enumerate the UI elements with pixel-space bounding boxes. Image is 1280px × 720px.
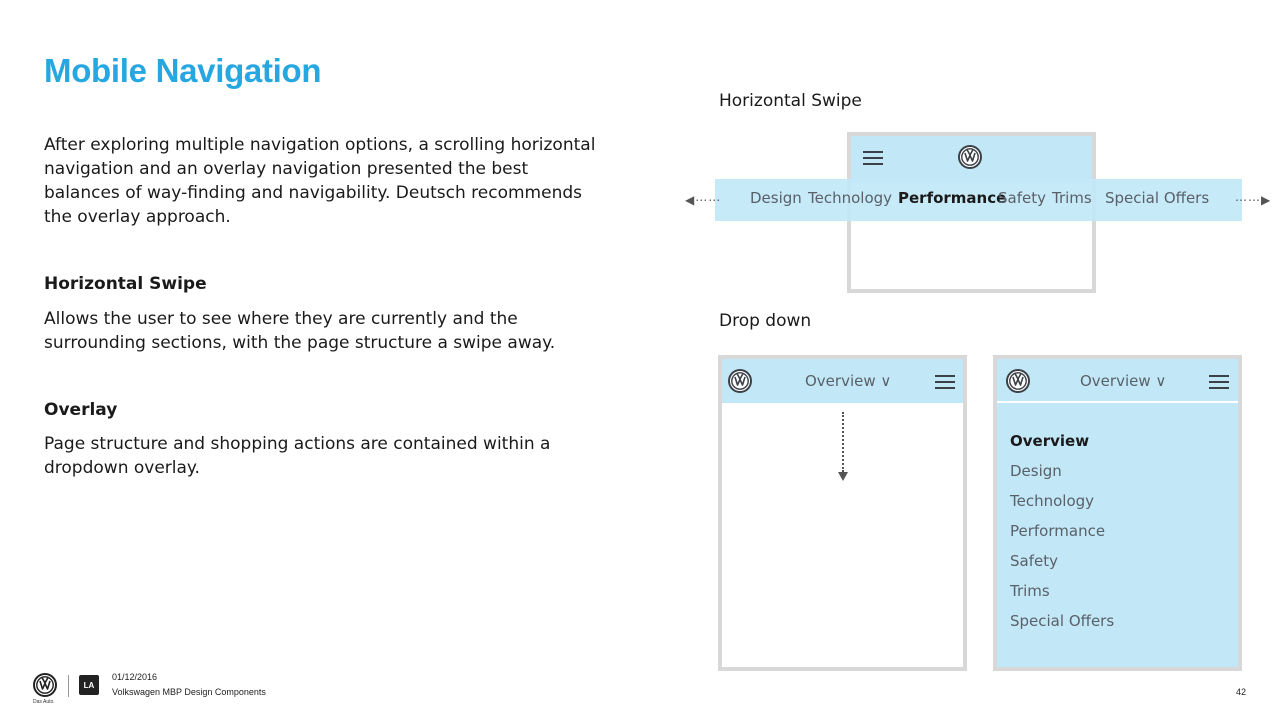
menu-item-technology[interactable]: Technology <box>1010 492 1095 510</box>
hamburger-menu-icon[interactable] <box>1209 375 1229 389</box>
page-title: Mobile Navigation <box>44 52 322 89</box>
vw-logo-icon <box>1006 369 1030 393</box>
swipe-phone-header <box>851 136 1092 183</box>
intro-paragraph: After exploring multiple navigation opti… <box>44 135 596 227</box>
brand-tagline: Das Auto. <box>33 699 55 705</box>
swipe-demo-label: Horizontal Swipe <box>719 91 862 111</box>
agency-badge: LA <box>79 675 99 695</box>
arrow-left-icon: ◀⋯⋯ <box>685 193 722 207</box>
vw-logo-icon <box>33 673 57 697</box>
menu-item-design[interactable]: Design <box>1010 462 1062 480</box>
dropdown-demo-label: Drop down <box>719 311 812 331</box>
nav-item-performance-active[interactable]: Performance <box>898 189 1007 207</box>
arrow-right-icon: ⋯⋯▶ <box>1235 193 1272 207</box>
footer-divider <box>68 675 69 697</box>
section-heading-horizontal-swipe: Horizontal Swipe <box>44 274 207 294</box>
section-body-horizontal-swipe: Allows the user to see where they are cu… <box>44 309 556 353</box>
arrow-down-icon <box>842 412 844 472</box>
page-number: 42 <box>1236 687 1247 697</box>
footer-date: 01/12/2016 <box>112 672 158 682</box>
dropdown-toggle-closed[interactable]: Overview ∨ <box>805 372 892 390</box>
nav-item-special-offers[interactable]: Special Offers <box>1105 189 1210 207</box>
menu-item-special-offers[interactable]: Special Offers <box>1010 612 1115 630</box>
menu-item-trims[interactable]: Trims <box>1010 582 1050 600</box>
dropdown-phone-open: Overview ∨ Overview Design Technology Pe… <box>993 355 1242 671</box>
menu-item-safety[interactable]: Safety <box>1010 552 1058 570</box>
horizontal-nav-strip[interactable] <box>715 179 1242 221</box>
menu-item-overview-selected[interactable]: Overview <box>1010 432 1090 450</box>
vw-logo-icon <box>728 369 752 393</box>
dropdown-phone-closed: Overview ∨ <box>718 355 967 671</box>
arrow-down-head-icon <box>838 472 848 481</box>
section-heading-overlay: Overlay <box>44 400 118 420</box>
menu-item-performance[interactable]: Performance <box>1010 522 1106 540</box>
dropdown-toggle-open[interactable]: Overview ∨ <box>1080 372 1167 390</box>
hamburger-menu-icon[interactable] <box>935 375 955 389</box>
nav-item-trims[interactable]: Trims <box>1052 189 1092 207</box>
dropdown-header-open: Overview ∨ <box>997 359 1238 403</box>
nav-item-technology[interactable]: Technology <box>808 189 893 207</box>
hamburger-menu-icon[interactable] <box>863 151 883 165</box>
nav-item-design[interactable]: Design <box>750 189 802 207</box>
section-body-overlay: Page structure and shopping actions are … <box>44 434 551 478</box>
footer-doc-name: Volkswagen MBP Design Components <box>112 687 266 697</box>
nav-item-safety[interactable]: Safety <box>998 189 1046 207</box>
vw-logo-icon <box>958 145 982 169</box>
dropdown-menu-list: Overview Design Technology Performance S… <box>1010 431 1114 641</box>
dropdown-header-closed: Overview ∨ <box>722 359 963 403</box>
